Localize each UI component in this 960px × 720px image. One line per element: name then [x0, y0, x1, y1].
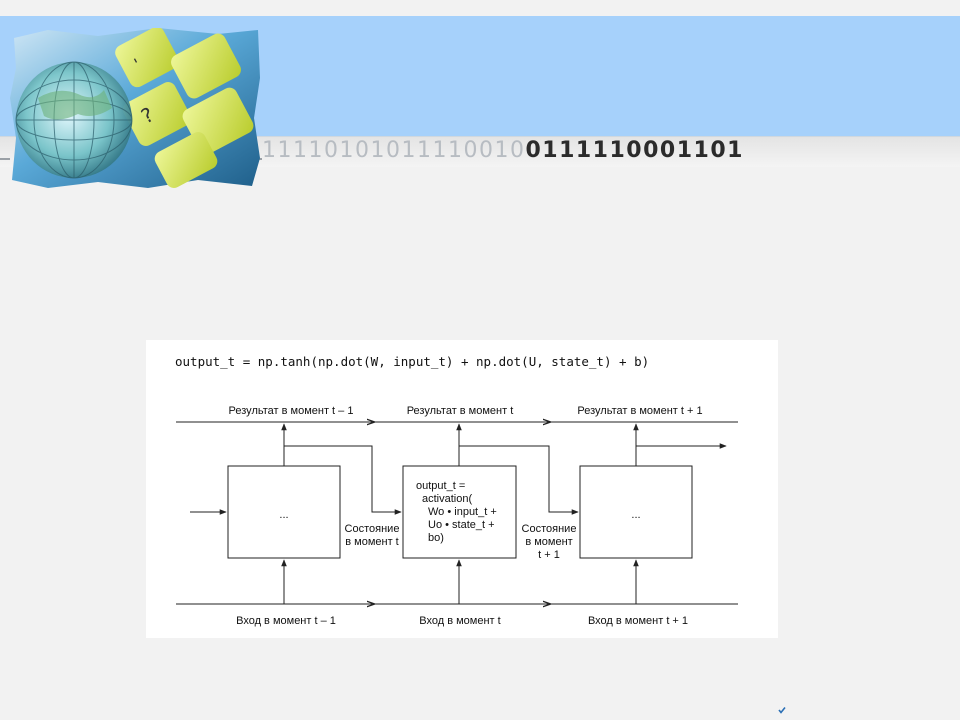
center-cell-line-5: bo)	[428, 532, 444, 544]
state-label-2-line-2: в момент	[525, 536, 572, 548]
rnn-formula: output_t = np.tanh(np.dot(W, input_t) + …	[175, 354, 650, 369]
binary-digits-dark: 0111110001101	[525, 138, 744, 163]
keyboard-keys: ? '	[115, 28, 254, 188]
state-connection-1	[284, 445, 402, 515]
globe-keyboard-image: ? '	[10, 28, 260, 188]
center-cell-line-2: activation(	[422, 493, 472, 505]
footer-checkmark-icon	[778, 707, 786, 714]
output-label-current: Результат в момент t	[407, 405, 514, 417]
rnn-diagram: output_t = np.tanh(np.dot(W, input_t) + …	[146, 340, 778, 638]
binary-digits: 111101010111100100111110001101	[262, 138, 952, 164]
state-label-1-line-1: Состояние	[345, 523, 400, 535]
center-cell-line-3: Wo • input_t +	[428, 506, 497, 518]
input-label-prev: Вход в момент t – 1	[236, 615, 336, 627]
rnn-diagram-drawing: Результат в момент t – 1 Результат в мом…	[176, 405, 738, 627]
binary-digits-light: 11110101011110010	[262, 138, 526, 163]
state-connection-2	[459, 445, 579, 515]
left-cell-ellipsis: ...	[279, 509, 288, 521]
center-cell-line-1: output_t =	[416, 480, 465, 492]
top-strip	[0, 0, 960, 16]
right-cell-ellipsis: ...	[631, 509, 640, 521]
globe	[15, 61, 133, 179]
center-cell-line-4: Uo • state_t +	[428, 519, 495, 531]
output-label-prev: Результат в момент t – 1	[229, 405, 354, 417]
input-label-next: Вход в момент t + 1	[588, 615, 688, 627]
state-label-1-line-2: в момент t	[345, 536, 399, 548]
input-label-current: Вход в момент t	[419, 615, 500, 627]
state-label-2-line-1: Состояние	[522, 523, 577, 535]
state-label-2-line-3: t + 1	[538, 549, 560, 561]
output-label-next: Результат в момент t + 1	[577, 405, 702, 417]
